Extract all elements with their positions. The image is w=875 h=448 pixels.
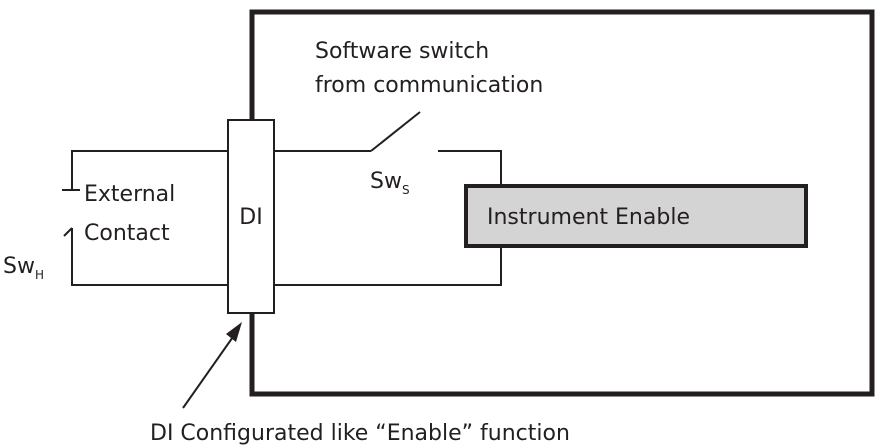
enable-return-wire <box>274 246 502 286</box>
software-switch-title-line1: Software switch <box>315 39 489 64</box>
di-label: DI <box>239 205 262 230</box>
pointer-arrowhead <box>226 322 242 342</box>
instrument-enable-block <box>464 184 808 248</box>
software-switch-symbol: SwS <box>370 169 410 197</box>
pointer-arrow-shaft <box>182 333 236 409</box>
external-contact-symbol-main: Sw <box>3 254 35 279</box>
external-contact-wire-top <box>71 150 228 188</box>
software-switch-wire-right <box>438 150 502 186</box>
software-switch-symbol-main: Sw <box>370 169 402 194</box>
instrument-frame <box>249 9 875 397</box>
software-switch-title-line2: from communication <box>315 73 543 98</box>
di-configuration-caption: DI Configurated like “Enable” function <box>150 421 570 446</box>
software-switch-blade <box>370 111 421 152</box>
external-contact-label-line2: Contact <box>84 221 170 246</box>
external-contact-symbol: SwH <box>3 254 44 282</box>
software-switch-symbol-subscript: S <box>402 183 410 197</box>
external-contact-label-line1: External <box>84 182 175 207</box>
external-contact-symbol-subscript: H <box>35 268 44 282</box>
external-contact-blade <box>63 188 73 240</box>
external-contact-switch <box>62 189 228 286</box>
di-block <box>227 119 275 314</box>
instrument-enable-label: Instrument Enable <box>487 205 690 230</box>
